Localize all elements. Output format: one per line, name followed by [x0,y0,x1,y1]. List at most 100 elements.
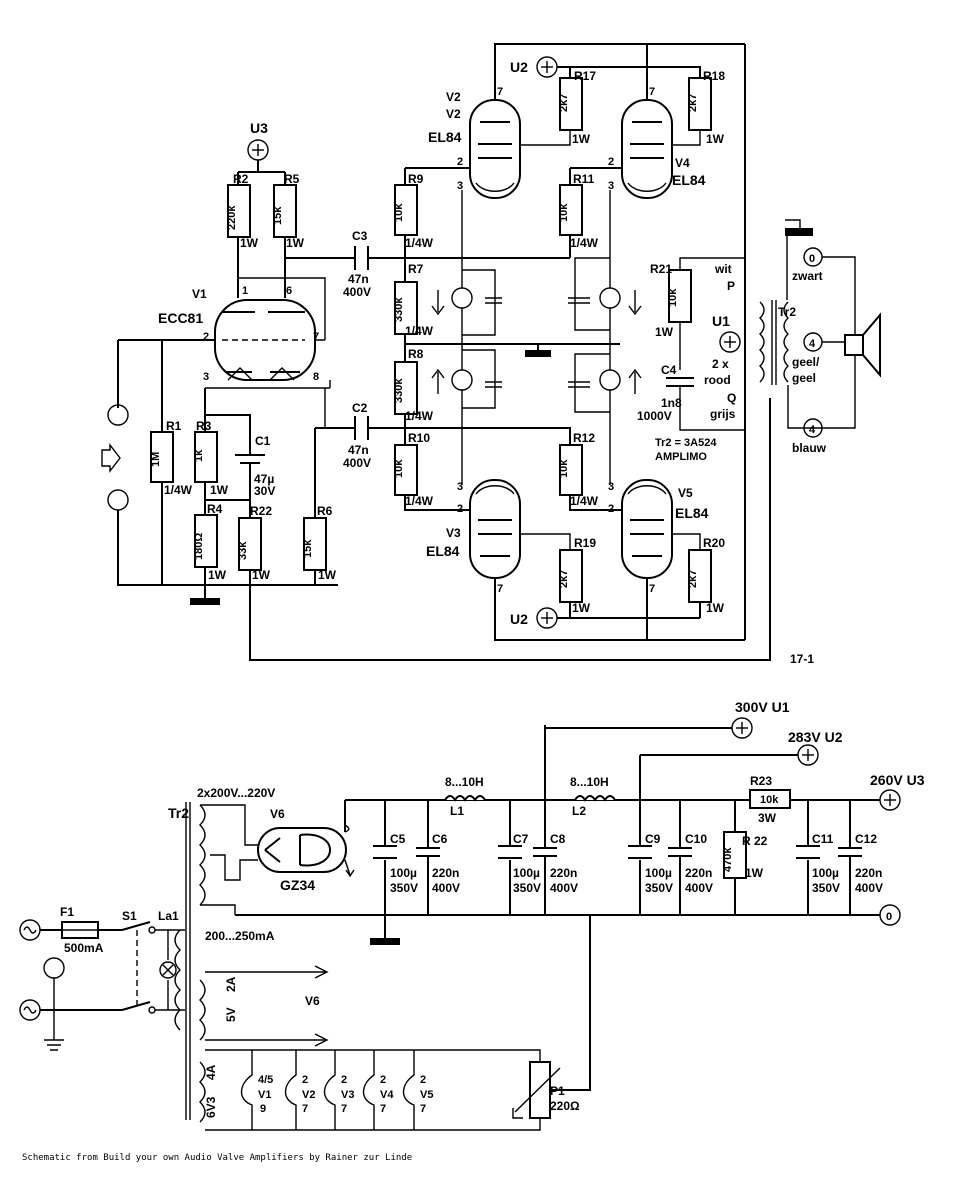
r7-value: 330k [393,297,405,322]
v3-label: V3 [446,526,461,540]
capacitor-c1 [235,454,265,464]
figure-id: 17-1 [790,652,814,666]
c8-value: 220n [550,866,577,880]
transformer-core [185,802,191,1120]
arrow-down-icon [628,290,642,316]
r19-watt: 1W [572,601,591,615]
tube-v5 [621,479,673,579]
f1-label: F1 [60,905,74,919]
u2-bottom-terminal [536,607,558,629]
v6-label: V6 [270,807,285,821]
c12-label: C12 [855,832,877,846]
r20-watt: 1W [706,601,725,615]
v3-pin2: 2 [457,503,463,515]
r10-label: R10 [408,431,430,445]
transformer-secondary [783,301,789,383]
zero-terminal [879,904,901,926]
r1-value: 1M [150,452,162,467]
v1-pin3: 3 [203,371,209,383]
ground-symbol [785,228,813,236]
v4-label: V4 [675,156,690,170]
tap-blauw: blauw [792,441,827,455]
r5-watt: 1W [286,236,305,250]
v1-pin6: 6 [286,285,292,297]
v5-type: EL84 [675,505,709,521]
v4-pin3: 3 [608,180,614,192]
l1-value: 8...10H [445,775,484,789]
caption: Schematic from Build your own Audio Valv… [22,1153,412,1163]
c1-value: 47µ [254,472,274,486]
r4-value: 180Ω [193,533,205,560]
r11-value: 10k [558,203,570,222]
psu-u3: 260V U3 [870,772,925,788]
c3-label: C3 [352,229,368,243]
r11-label: R11 [573,172,595,186]
r5-label: R5 [284,172,300,186]
r23-label: R23 [750,774,772,788]
r2-watt: 1W [240,236,259,250]
v2-pin2: 2 [457,156,463,168]
opt-brand: AMPLIMO [655,451,707,463]
heat-pin-bot-2: 7 [302,1103,308,1115]
r17-label: R17 [574,69,596,83]
r8-label: R8 [408,347,424,361]
v1-label: V1 [192,287,207,301]
v5-pin2: 2 [608,503,614,515]
psu-tr: Tr2 [168,805,189,821]
v3-type: EL84 [426,543,460,559]
opt-note: Tr2 = 3A524 [655,437,717,449]
input-jack-top [107,404,129,426]
r3-watt: 1W [210,483,229,497]
opt-grijs: grijs [710,407,736,421]
resistor-r17 [559,77,583,131]
inductor-l1 [444,795,486,802]
psu-u2: 283V U2 [788,729,843,745]
heat-tube-2: V2 [302,1089,315,1101]
u1-terminal [719,331,741,353]
lamp-la1 [159,961,177,979]
transformer-primary [759,301,765,383]
heater-filaments [240,1050,415,1130]
r18-label: R18 [703,69,725,83]
tap-zwart: zwart [792,269,823,283]
heat-pin-top-3: 2 [341,1074,347,1086]
r22-label: R22 [250,504,272,518]
heat-tube-3: V3 [341,1089,354,1101]
r20-value: 2k7 [687,570,699,588]
c2-voltage: 400V [343,456,371,470]
r10-watt: 1/4W [405,494,434,508]
p1-value: 220Ω [550,1099,580,1113]
r3-label: R3 [196,419,212,433]
heat-pin-bot-3: 7 [341,1103,347,1115]
c2-value: 47n [348,443,369,457]
v1-pin7: 7 [313,331,319,343]
c7-voltage: 350V [513,881,541,895]
psu-cur: 200...250mA [205,929,275,943]
v2-pin3: 3 [457,180,463,192]
resistor-r18 [688,77,712,131]
l2-label: L2 [572,804,586,818]
r17-value: 2k7 [558,94,570,112]
r6-value: 15k [302,539,314,558]
arrow-down-icon [431,290,445,316]
v6-type: GZ34 [280,877,315,893]
v6-heat-label: V6 [305,994,320,1008]
r9-value: 10k [393,203,405,222]
r17-watt: 1W [572,132,591,146]
c11-voltage: 350V [812,881,840,895]
u2-top-label: U2 [510,59,528,75]
c5-label: C5 [390,832,406,846]
u2-bottom-label: U2 [510,611,528,627]
r12-value: 10k [558,459,570,478]
mains-earth-terminal [43,957,65,979]
r18-value: 2k7 [687,94,699,112]
heat-pin-top-2: 2 [302,1074,308,1086]
input-arrow-icon [101,442,121,474]
u1-label: U1 [712,313,730,329]
heat-pin-top-4: 2 [380,1074,386,1086]
c4-label: C4 [661,363,677,377]
c1-label: C1 [255,434,271,448]
tap-geel: geel/ [792,355,820,369]
r10-value: 10k [393,459,405,478]
